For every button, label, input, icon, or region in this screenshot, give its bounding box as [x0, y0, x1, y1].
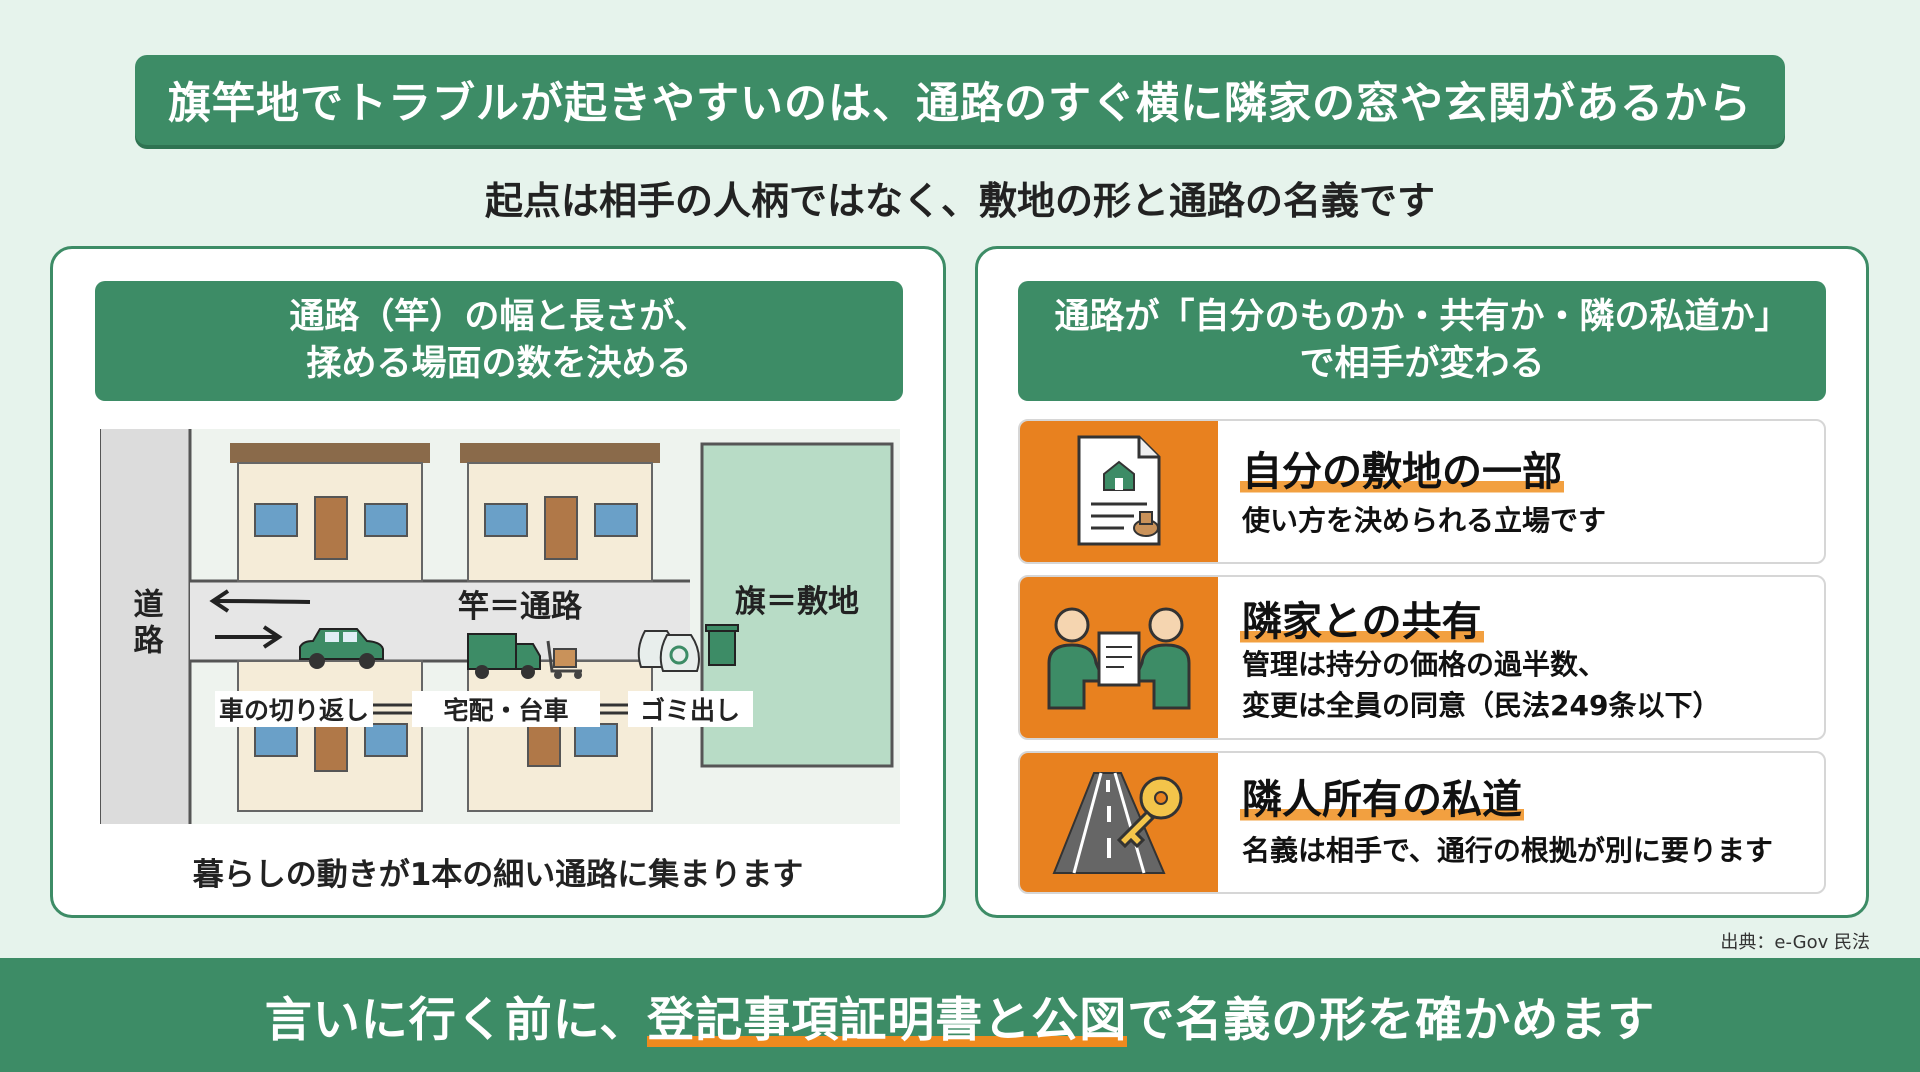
activity-label-delivery: 宅配・台車 [443, 696, 568, 725]
flag-lot-map: 道路 竿＝通路 旗＝敷地 車の切り返し 宅配・台車 ゴミ出し [100, 429, 900, 824]
card-body: 管理は持分の価格の過半数、 変更は全員の同意（民法249条以下） [1242, 645, 1720, 726]
card-body: 使い方を決められる立場です [1242, 501, 1606, 542]
bottom-text-highlight: 登記事項証明書と公図 [647, 980, 1128, 1050]
house-bottom-right [467, 660, 653, 812]
public-road [100, 429, 192, 824]
turnaround-arrows [209, 589, 311, 649]
bottom-text-post: で名義の形を確かめます [1127, 992, 1656, 1048]
delivery-truck-icon [467, 633, 541, 679]
card-title: 自分の敷地の一部 [1240, 439, 1564, 497]
left-caption: 暮らしの動きが1本の細い通路に集まります [192, 857, 804, 893]
right-panel-header: 通路が「自分のものか・共有か・隣の私道か」 で相手が変わる [1018, 281, 1826, 401]
activity-label-turnaround: 車の切り返し [219, 696, 369, 725]
road-label: 道路 [128, 588, 164, 660]
right-panel: 通路が「自分のものか・共有か・隣の私道か」 で相手が変わる 自分の敷地の一部 使… [975, 246, 1869, 918]
pole-passage [190, 579, 690, 663]
flag-label: 旗＝敷地 [735, 584, 859, 620]
road-key-icon [1052, 771, 1183, 874]
garbage-bags-icon [637, 630, 700, 672]
card-icon-box [1020, 753, 1218, 892]
right-header-line2: で相手が変わる [1299, 344, 1545, 384]
left-header-line1: 通路（竿）の幅と長さが、 [289, 296, 709, 337]
source-note: 出典：e-Gov 民法 [1720, 932, 1870, 953]
right-header-line1: 通路が「自分のものか・共有か・隣の私道か」 [1054, 296, 1790, 337]
card-body-line: 管理は持分の価格の過半数、 [1242, 648, 1607, 681]
card-shared-ownership: 隣家との共有 管理は持分の価格の過半数、 変更は全員の同意（民法249条以下） [1018, 575, 1826, 740]
bottom-text-pre: 言いに行く前に、 [264, 992, 648, 1048]
card-icon-box [1020, 577, 1218, 738]
left-header-line2: 揉める場面の数を決める [306, 344, 692, 384]
card-body-line: 変更は全員の同意（民法249条以下） [1242, 688, 1721, 722]
house-top-right [460, 443, 660, 582]
card-title: 隣人所有の私道 [1240, 767, 1524, 825]
subtitle: 起点は相手の人柄ではなく、敷地の形と通路の名義です [484, 179, 1435, 223]
handshake-document-icon [1047, 607, 1191, 709]
card-icon-box [1020, 421, 1218, 562]
bottom-bar: 言いに行く前に、 登記事項証明書と公図 で名義の形を確かめます [0, 958, 1920, 1072]
card-neighbor-private-road: 隣人所有の私道 名義は相手で、通行の根拠が別に要ります [1018, 751, 1826, 894]
left-panel: 通路（竿）の幅と長さが、 揉める場面の数を決める [50, 246, 946, 918]
card-title: 隣家との共有 [1240, 589, 1484, 647]
page-title: 旗竿地でトラブルが起きやすいのは、通路のすぐ横に隣家の窓や玄関があるから [168, 79, 1752, 129]
car-icon [299, 628, 384, 669]
activity-label-garbage: ゴミ出し [640, 696, 740, 725]
title-banner: 旗竿地でトラブルが起きやすいのは、通路のすぐ横に隣家の窓や玄関があるから [135, 55, 1785, 145]
left-panel-header: 通路（竿）の幅と長さが、 揉める場面の数を決める [95, 281, 903, 401]
pole-label: 竿＝通路 [458, 589, 583, 625]
deed-document-icon [1077, 435, 1161, 545]
trash-bin-icon [705, 624, 739, 666]
card-body-line: 名義は相手で、通行の根拠が別に要ります [1242, 834, 1773, 867]
hand-cart-icon [546, 640, 582, 679]
house-top-left [230, 443, 430, 582]
card-body-line: 使い方を決められる立場です [1242, 504, 1607, 537]
card-own-land: 自分の敷地の一部 使い方を決められる立場です [1018, 419, 1826, 564]
card-body: 名義は相手で、通行の根拠が別に要ります [1242, 831, 1773, 872]
